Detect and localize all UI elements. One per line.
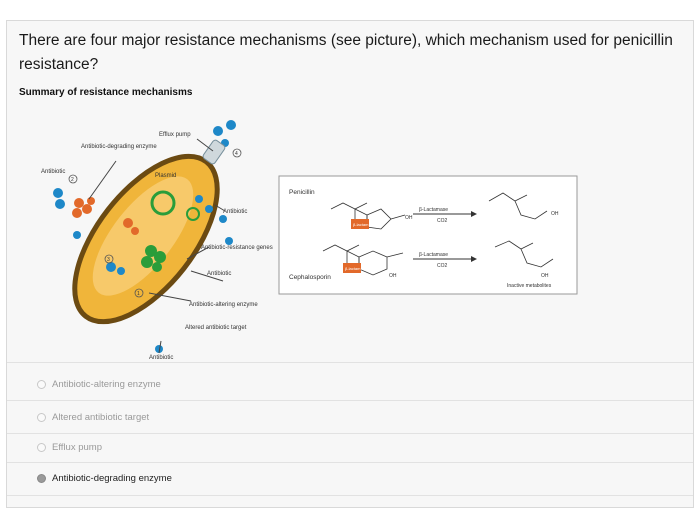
- radio-button[interactable]: [37, 413, 46, 422]
- cephalosporin-lactam-ring: [343, 263, 361, 273]
- option-label: Antibiotic-degrading enzyme: [52, 473, 172, 484]
- oh-3: OH: [551, 211, 559, 217]
- label-antibiotic-left: Antibiotic: [41, 169, 65, 175]
- oh-2: OH: [389, 273, 397, 279]
- marker-4-circle: [232, 148, 242, 158]
- option-degrading-enzyme[interactable]: Antibiotic-degrading enzyme: [37, 473, 172, 484]
- inactive-metabolites-label: Inactive metabolites: [507, 283, 552, 289]
- co2-label-2: CO2: [437, 263, 448, 269]
- marker-1-circle: [134, 288, 144, 298]
- option-divider: [7, 462, 693, 463]
- arrowhead-2: [471, 256, 477, 262]
- marker-2-circle: [68, 174, 78, 184]
- label-efflux-pump: Efflux pump: [159, 132, 191, 138]
- antibiotic-molecules: [53, 120, 236, 353]
- radio-button[interactable]: [37, 380, 46, 389]
- option-efflux-pump[interactable]: Efflux pump: [37, 442, 102, 453]
- option-altering-enzyme[interactable]: Antibiotic-altering enzyme: [37, 379, 161, 390]
- plasmid-ring: [150, 190, 176, 216]
- label-plasmid: Plasmid: [155, 173, 176, 179]
- radio-button-selected[interactable]: [37, 474, 46, 483]
- option-divider: [7, 433, 693, 434]
- marker-2: 2: [71, 177, 74, 183]
- label-cephalosporin: Cephalosporin: [289, 274, 331, 281]
- label-resistance-genes: Antibiotic-resistance genes: [201, 245, 273, 251]
- option-label: Efflux pump: [52, 442, 102, 453]
- arrowhead-1: [471, 211, 477, 217]
- radio-button[interactable]: [37, 443, 46, 452]
- question-card: There are four major resistance mechanis…: [6, 20, 694, 508]
- plasmid-small: [186, 207, 200, 221]
- degrading-enzyme-molecules: [72, 197, 139, 235]
- option-divider: [7, 495, 693, 496]
- bacterium-cell: [72, 153, 220, 325]
- co2-label-1: CO2: [437, 218, 448, 224]
- label-altering-enzyme: Antibiotic-altering enzyme: [189, 302, 258, 308]
- figure-title: Summary of resistance mechanisms: [19, 87, 193, 98]
- label-degrading-enzyme: Antibiotic-degrading enzyme: [81, 144, 157, 150]
- option-label: Altered antibiotic target: [52, 412, 150, 423]
- question-text: There are four major resistance mechanis…: [19, 32, 673, 73]
- beta-lactam-chemistry-panel: Penicillin Cephalosporin β-lactam ring O…: [278, 175, 578, 295]
- marker-1: 1: [137, 291, 140, 297]
- marker-3-circle: [104, 254, 114, 264]
- enzyme-label-2: β-Lactamase: [419, 252, 448, 258]
- marker-4: 4: [235, 151, 238, 157]
- enzyme-label-1: β-Lactamase: [419, 207, 448, 213]
- option-divider: [7, 400, 693, 401]
- oh-1: OH: [405, 215, 413, 221]
- metabolite-structures: [488, 192, 554, 268]
- option-altered-target[interactable]: Altered antibiotic target: [37, 412, 149, 423]
- label-antibiotic-mid: Antibiotic: [207, 271, 231, 277]
- ring-label-1: β-lactam ring: [353, 222, 376, 227]
- label-penicillin: Penicillin: [289, 189, 315, 196]
- figure-panel: Summary of resistance mechanisms: [11, 81, 700, 371]
- option-divider: [7, 362, 693, 363]
- resistance-diagram: Efflux pump Antibiotic-degrading enzyme …: [41, 120, 578, 361]
- label-antibiotic-right: Antibiotic: [223, 209, 247, 215]
- ring-label-2: β-lactam ring: [345, 266, 368, 271]
- option-label: Antibiotic-altering enzyme: [52, 379, 161, 390]
- label-antibiotic-bottom: Antibiotic: [149, 355, 173, 361]
- green-enzyme-cluster: [141, 245, 166, 272]
- oh-4: OH: [541, 273, 549, 279]
- marker-3: 3: [107, 257, 110, 263]
- penicillin-lactam-ring: [351, 219, 369, 229]
- pointer-lines: [88, 138, 226, 354]
- label-altered-target: Altered antibiotic target: [185, 325, 247, 331]
